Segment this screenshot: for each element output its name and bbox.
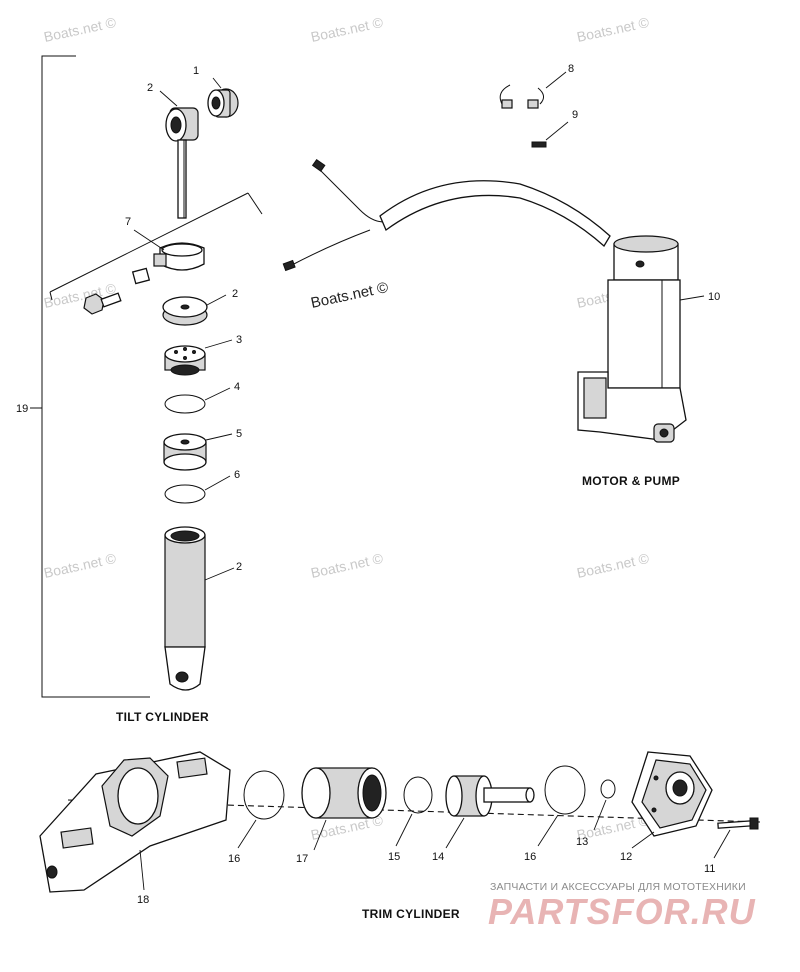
callout-8: 8 (568, 63, 574, 75)
part-2-cylinder: 2 (164, 526, 242, 691)
callout-16-left: 16 (228, 853, 240, 865)
callout-4: 4 (234, 381, 240, 393)
callout-18: 18 (137, 894, 149, 906)
part-3-gland: 3 (164, 334, 242, 376)
part-6-o-ring: 6 (164, 469, 240, 504)
brand-logo: PARTSFOR.RU (488, 891, 756, 932)
callout-9: 9 (572, 109, 578, 121)
part-8-clips: 8 (499, 63, 574, 109)
part-10-motor-pump: 10 (577, 235, 720, 443)
callout-16-right: 16 (524, 851, 536, 863)
watermark: Boats.net © (575, 550, 651, 581)
callout-10: 10 (708, 291, 720, 303)
part-7-clamp: 7 (83, 216, 205, 315)
callout-14: 14 (432, 851, 444, 863)
watermark: Boats.net © (309, 279, 389, 312)
callout-11: 11 (704, 863, 715, 875)
part-17-sleeve: 17 (296, 767, 387, 865)
part-2-rod-end: 2 (147, 82, 199, 219)
callout-6: 6 (234, 469, 240, 481)
callout-3: 3 (236, 334, 242, 346)
bracket-19: 19 (16, 55, 150, 698)
callout-15: 15 (388, 851, 400, 863)
part-11-bolt: 11 (704, 817, 759, 875)
part-13-small-o-ring: 13 (576, 779, 616, 848)
wiring-harness (282, 158, 611, 272)
watermark: Boats.net © (309, 550, 385, 581)
part-15-seal-ring: 15 (388, 776, 433, 863)
label-trim-cylinder: TRIM CYLINDER (362, 907, 460, 921)
callout-17: 17 (296, 853, 308, 865)
label-tilt-cylinder: TILT CYLINDER (116, 710, 209, 724)
label-motor-pump: MOTOR & PUMP (582, 474, 680, 488)
callout-7: 7 (125, 216, 131, 228)
callout-5: 5 (236, 428, 242, 440)
part-16-o-ring-left: 16 (228, 770, 285, 865)
part-18-trim-housing: 18 (39, 751, 231, 906)
part-4-o-ring: 4 (164, 381, 240, 414)
watermark: Boats.net © (309, 14, 385, 45)
callout-1: 1 (193, 65, 199, 77)
part-14-piston-rod: 14 (432, 775, 535, 863)
watermark: Boats.net © (575, 14, 651, 45)
callout-2-bottom: 2 (236, 561, 242, 573)
part-5-piston: 5 (163, 428, 242, 471)
part-1-bushing: 1 (193, 65, 239, 118)
callout-12: 12 (620, 851, 632, 863)
part-2-cap: 2 (162, 288, 238, 326)
brand-tagline: ЗАПЧАСТИ И АКСЕССУАРЫ ДЛЯ МОТОТЕХНИКИ (490, 881, 746, 893)
part-16-o-ring-right: 16 (524, 765, 586, 863)
watermark: Boats.net © (42, 550, 118, 581)
callout-2-mid: 2 (232, 288, 238, 300)
section-line-start (49, 291, 53, 301)
section-line (49, 192, 249, 293)
callout-19: 19 (16, 403, 28, 415)
part-12-end-cap: 12 (620, 751, 713, 863)
brand-watermark: ЗАПЧАСТИ И АКСЕССУАРЫ ДЛЯ МОТОТЕХНИКИ PA… (488, 881, 756, 932)
section-line-end (247, 192, 263, 215)
callout-13: 13 (576, 836, 588, 848)
watermark: Boats.net © (42, 14, 118, 45)
callout-2-top: 2 (147, 82, 153, 94)
part-9-screw: 9 (531, 109, 578, 148)
